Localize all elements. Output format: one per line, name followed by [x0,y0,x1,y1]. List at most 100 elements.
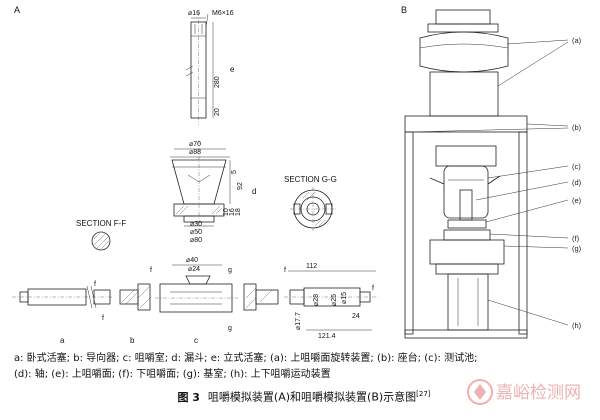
leader-e [485,199,569,223]
funnel-outlet [183,215,215,223]
dim-a-112: 112 [306,263,317,270]
piston-a-break [86,285,97,309]
section-f-circle [91,231,111,251]
leader-d [475,181,569,201]
motion-device-body [447,273,489,331]
part-b2-guide-right [243,283,279,311]
section-f-hatching [93,232,110,250]
base-chamber [429,239,505,265]
motor-rib [419,43,509,49]
marker-f-a2-right: f [372,285,374,292]
part-a-horizontal-piston: f f a [12,281,112,345]
dim-d-5: 5 [231,170,238,174]
part-label-b: b [130,336,135,345]
caption-legend-line-1: a: 卧式活塞; b: 导向器; c: 咀嚼室; d: 漏斗; e: 立式活塞;… [14,353,478,364]
panel-a: A ⌀16 M6×16 280 20 e ⌀70 ⌀88 [12,5,378,345]
callout-b: (b) [572,123,582,132]
piston-e-thread [194,24,203,34]
callout-leaders [409,39,569,326]
test-cell-shaft [459,189,473,221]
dim-e-20: 20 [214,108,221,116]
leader-a-1 [506,39,569,45]
part-label-e: e [230,65,235,74]
part-label-a: a [60,336,65,345]
seat-frame [404,115,528,335]
leader-b-2 [409,127,569,133]
base-and-motion-device [404,239,528,339]
leader-h [487,299,569,326]
guide-b2-flange [243,283,257,311]
bottom-plate [404,329,528,339]
dim-d-dia80: ⌀80 [190,237,202,244]
section-g-g-label: SECTION G-G [284,175,337,184]
callout-labels: (a) (b) (c) (d) (e) (f) (g) (h) [572,36,582,330]
dim-e-len: 280 [214,76,221,88]
callout-f: (f) [572,234,580,243]
right-column [518,131,528,335]
dim-d-dia70: ⌀70 [189,141,201,148]
test-cell-nozzles [429,175,501,185]
section-g-hatching [302,191,326,227]
watermark-text: 嘉峪检测网 [496,383,581,403]
schematic-figure: A ⌀16 M6×16 280 20 e ⌀70 ⌀88 [12,5,582,345]
dim-a-24: 24 [352,313,360,320]
leader-b-1 [526,123,569,127]
part-c-chewing-chamber: ⌀40 ⌀24 f g g c [150,257,238,345]
chamber-c-inlet [185,275,211,285]
motor-housing [419,31,509,73]
guide-b2-hatching [245,287,273,309]
marker-f-a2-top: f [284,267,286,274]
dim-d-92: 92 [237,182,244,190]
callout-h: (h) [572,321,582,330]
watermark-emblem-mark [474,384,486,400]
part-label-c: c [194,336,198,345]
guide-b-body [119,289,139,305]
lower-chewing-surface [443,229,491,241]
callout-e: (e) [572,196,582,205]
left-column [404,131,414,335]
part-a2-horizontal-piston-right: 112 ⌀28 ⌀25 ⌀15 ⌀17.7 24 121.4 f f [284,263,378,340]
figure-number: 图 3 [177,390,200,404]
callout-c: (c) [572,162,581,171]
chamber-c-bore [170,291,222,305]
figure-reference: [27] [416,390,431,398]
dim-a-28: ⌀28 [313,294,320,306]
dim-c-dia24: ⌀24 [188,266,200,273]
test-cell [429,165,501,241]
guide-b-hatching [121,285,151,309]
dim-d-dia30: ⌀30 [190,221,202,228]
marker-g-c-top: g [228,267,232,274]
dim-a-25: ⌀25 [331,294,338,306]
section-f-f-label: SECTION F-F [76,219,126,228]
motor-cap [435,9,491,25]
caption-legend-line-2: (d): 轴; (e): 上咀嚼面; (f): 下咀嚼面; (g): 基室; (… [14,369,331,380]
leader-a-2 [497,41,569,87]
dim-d-dia88: ⌀88 [189,149,201,156]
test-cell-vessel [443,165,489,219]
dim-d-10: 10 [223,208,230,216]
guide-b-flange [137,283,151,311]
panel-a-label: A [14,5,20,15]
dim-e-thread-leader [205,13,209,28]
part-label-d: d [252,187,256,196]
watermark-emblem-icon [467,379,493,405]
watermark-logo: 嘉峪检测网 [467,379,581,405]
upper-chewing-surface [447,219,487,229]
leader-c [487,165,569,179]
dim-a-15: ⌀15 [341,292,348,304]
panel-b-label: B [401,5,407,15]
piston-a-tip [93,289,111,305]
dim-d-18: 18 [235,208,242,216]
motor-band [427,23,499,33]
leader-f [489,233,569,239]
marker-f-c-left: f [150,267,152,274]
guide-b2-body [255,289,279,305]
panel-b: B [401,5,582,339]
dim-a-17-7: ⌀17.7 [295,312,302,330]
marker-f-a-bottom: f [102,315,104,322]
section-g-g: SECTION G-G [284,175,337,231]
dim-d-dia50: ⌀50 [190,229,202,236]
marker-f-a-top: f [94,281,96,288]
part-d-funnel: ⌀70 ⌀88 ⌀30 ⌀50 ⌀80 5 92 10 16 [170,140,256,244]
